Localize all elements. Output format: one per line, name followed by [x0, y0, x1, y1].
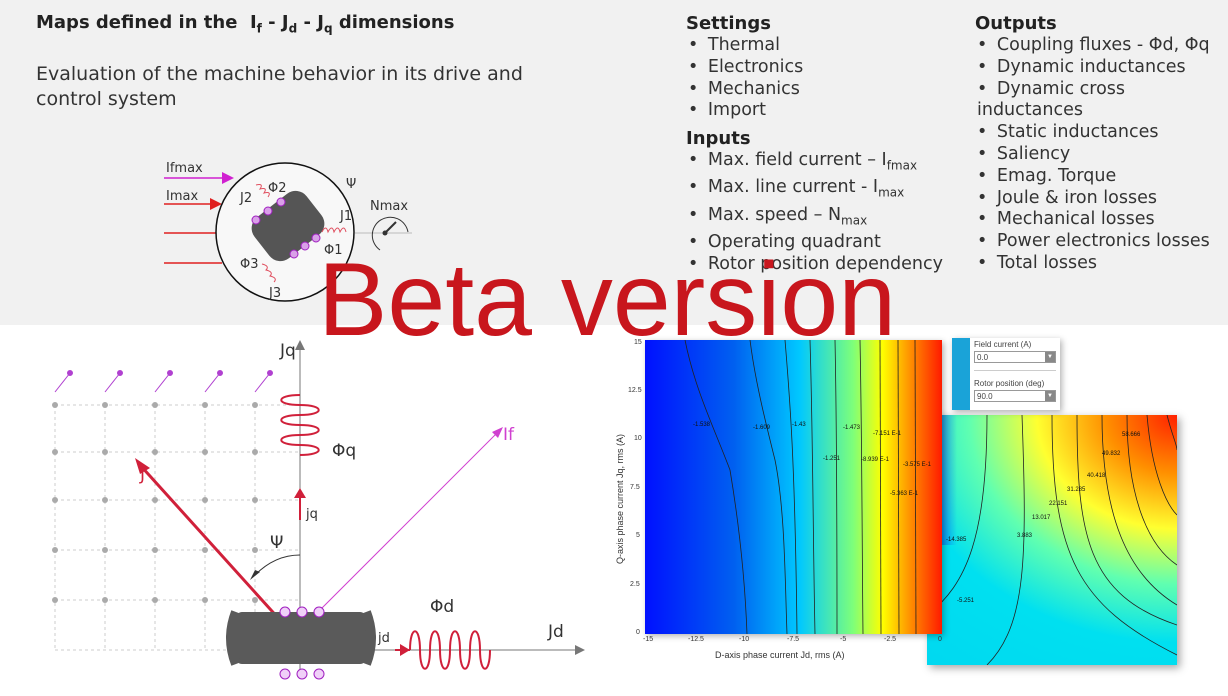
svg-text:If: If: [503, 425, 515, 445]
svg-text:Jq: Jq: [279, 341, 296, 361]
y-axis-label: Q-axis phase current Jq, rms (A): [615, 433, 625, 565]
page-title: Maps defined in the If - Jd - Jq dimensi…: [36, 12, 455, 36]
field-current-select[interactable]: 0.0▼: [974, 351, 1056, 363]
outputs-list: Outputs Coupling fluxes - Φd, Φq Dynamic…: [975, 13, 1228, 275]
list-item: Joule & iron losses: [975, 188, 1228, 210]
chevron-down-icon: ▼: [1045, 391, 1055, 401]
svg-text:Ψ: Ψ: [270, 533, 283, 553]
list-item: Import: [686, 100, 943, 122]
list-item: Mechanical losses: [975, 209, 1228, 231]
svg-text:Φd: Φd: [430, 597, 454, 617]
list-item: Rotor position dependency: [686, 254, 943, 276]
settings-heading: Settings: [686, 13, 771, 34]
x-axis-label: D-axis phase current Jd, rms (A): [715, 650, 845, 660]
beta-watermark: Beta version: [318, 242, 897, 358]
rotor-position-label: Rotor position (deg): [974, 379, 1045, 388]
svg-text:Jd: Jd: [547, 622, 564, 642]
list-item: Power electronics losses: [975, 231, 1228, 253]
list-item: Operating quadrant: [686, 232, 943, 254]
list-item: Thermal: [686, 35, 943, 57]
list-item: Dynamic cross inductances: [975, 79, 1228, 123]
rotor-position-select[interactable]: 90.0▼: [974, 390, 1056, 402]
list-item: Coupling fluxes - Φd, Φq: [975, 35, 1228, 57]
list-item: Saliency: [975, 144, 1228, 166]
outputs-heading: Outputs: [975, 13, 1057, 34]
settings-list: Settings Thermal Electronics Mechanics I…: [686, 13, 943, 276]
description: Evaluation of the machine behavior in it…: [36, 63, 523, 110]
list-item: Static inductances: [975, 122, 1228, 144]
map-controls: Field current (A) 0.0▼ Rotor position (d…: [952, 338, 1060, 410]
field-current-label: Field current (A): [974, 340, 1032, 349]
chevron-down-icon: ▼: [1045, 352, 1055, 362]
svg-text:Φq: Φq: [332, 441, 356, 461]
list-item: Mechanics: [686, 79, 943, 101]
inputs-heading: Inputs: [686, 128, 751, 150]
list-item: Max. line current - Imax: [686, 177, 943, 204]
list-item: Max. speed – Nmax: [686, 205, 943, 232]
svg-text:jq: jq: [305, 507, 318, 522]
svg-text:jd: jd: [377, 631, 390, 646]
contour-plot-1: -1.538 -1.609 -1.43 -1.473 -7.151 E-1 -1…: [645, 340, 942, 634]
contour-plot-2: 58.666 49.832 40.418 31.285 22.151 13.01…: [927, 415, 1177, 665]
list-item: Emag. Torque: [975, 166, 1228, 188]
svg-text:J: J: [139, 465, 145, 485]
list-item: Dynamic inductances: [975, 57, 1228, 79]
list-item: Electronics: [686, 57, 943, 79]
list-item: Max. field current – Ifmax: [686, 150, 943, 177]
list-item: Total losses: [975, 253, 1228, 275]
